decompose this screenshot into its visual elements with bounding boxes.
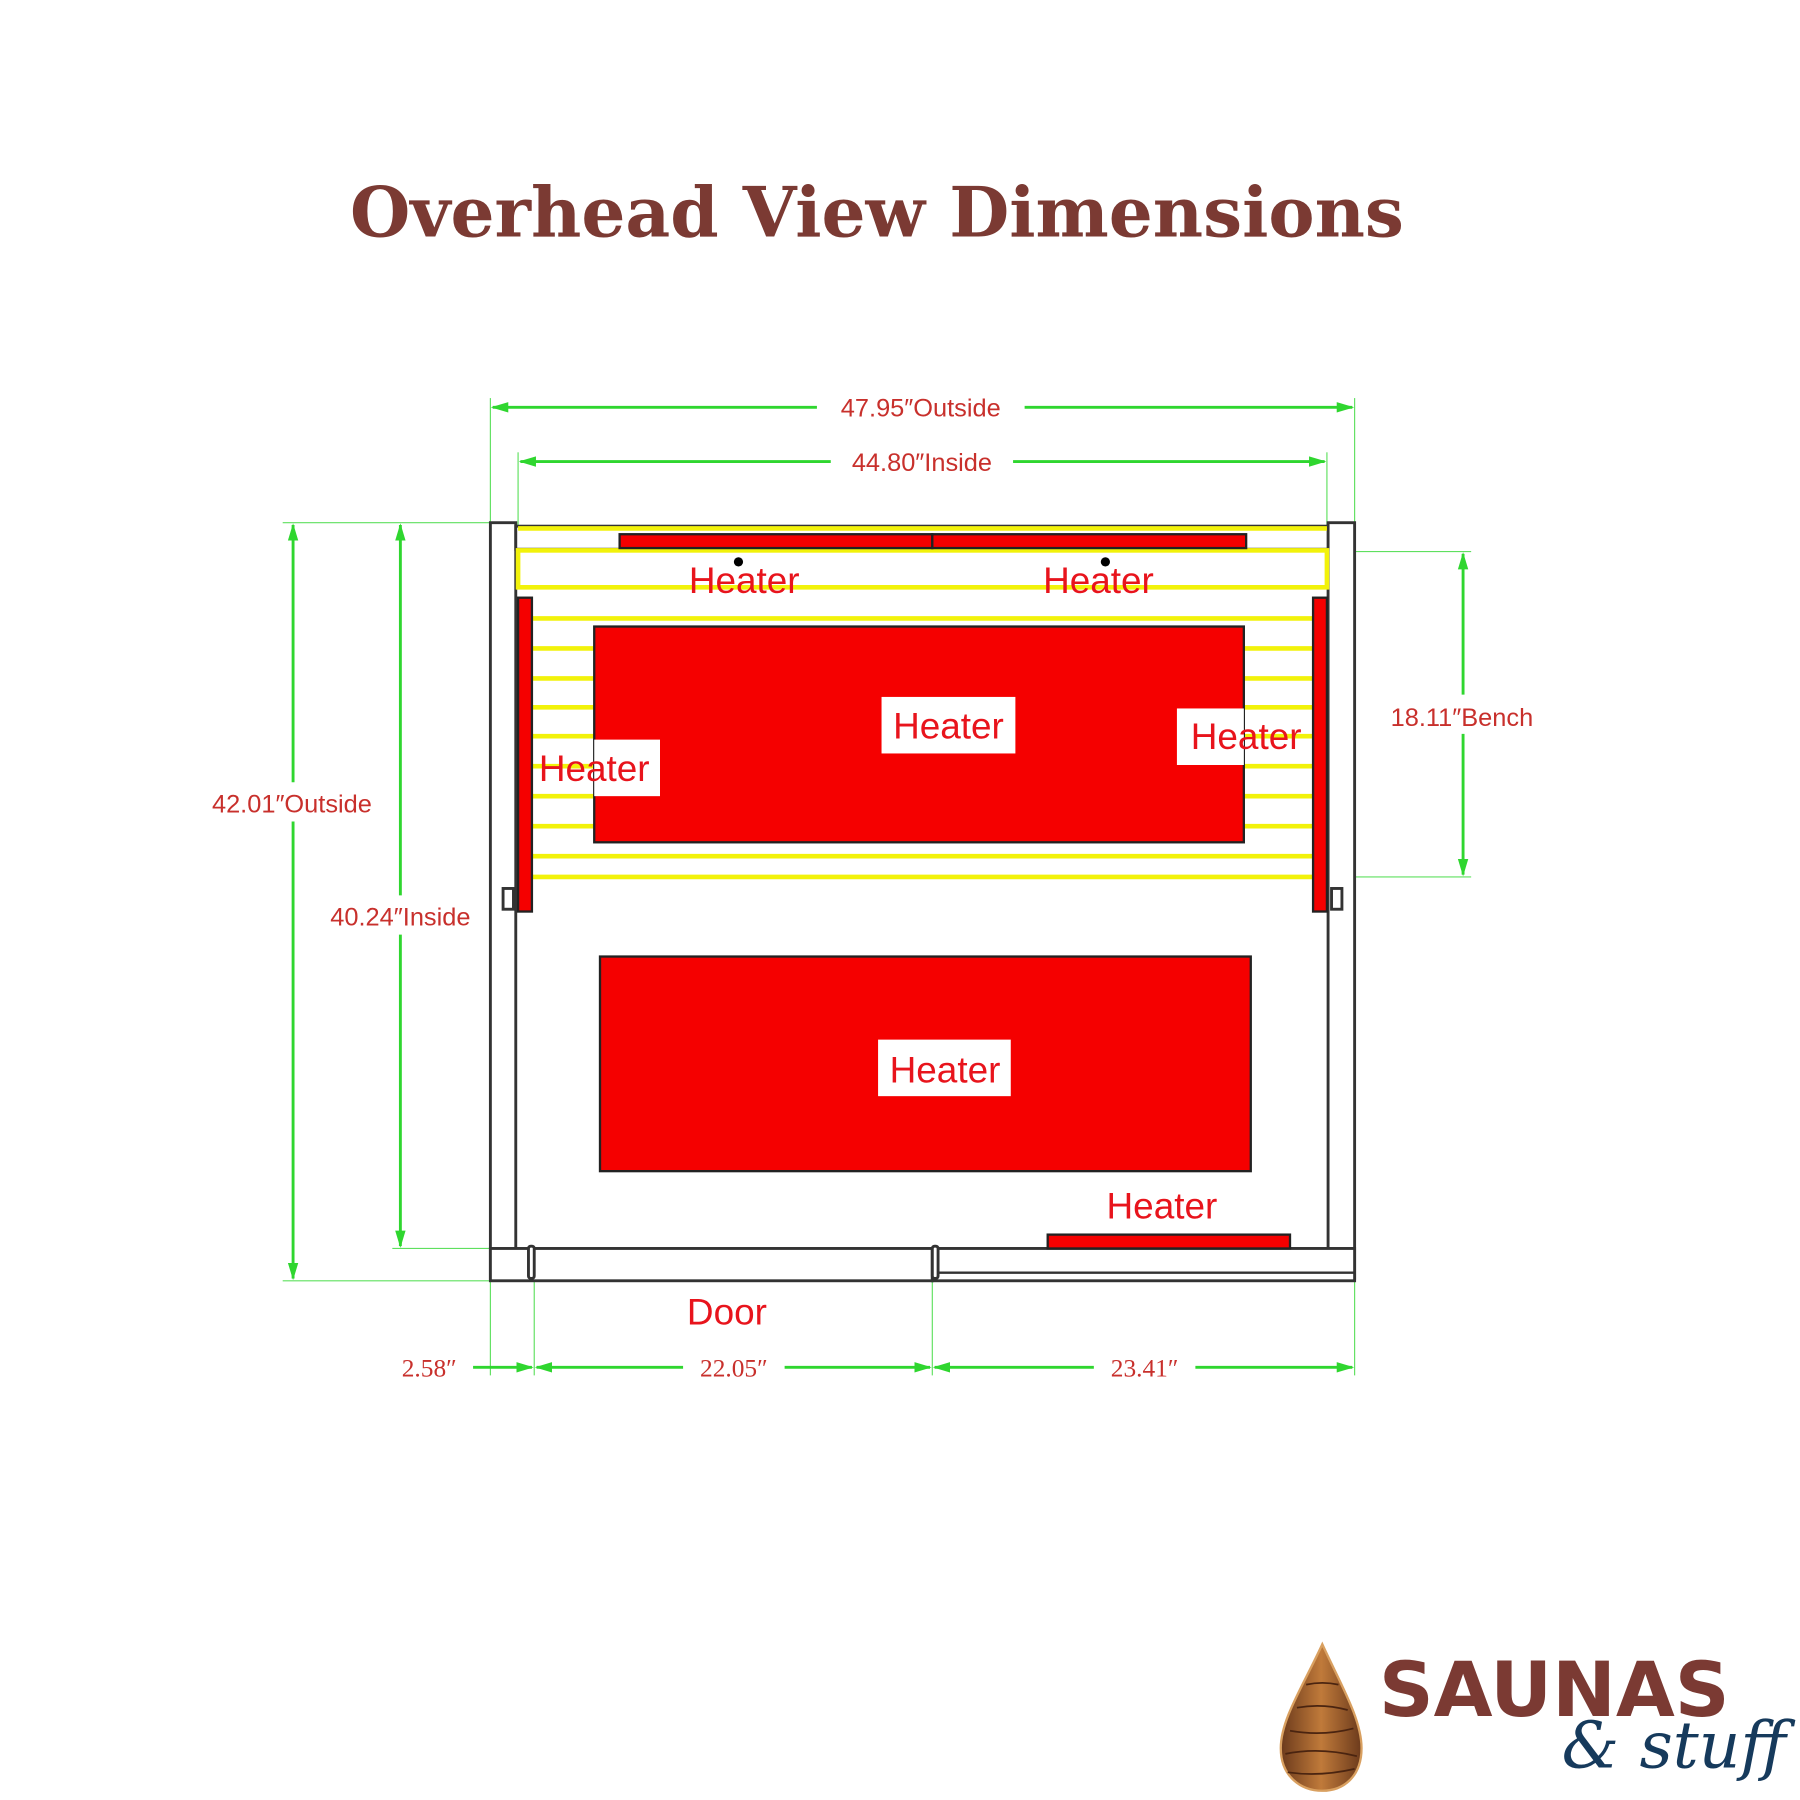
- heater-back-right: [931, 533, 1248, 550]
- dim-bottom: 2.58″ 22.05″ 23.41″: [402, 1355, 1355, 1383]
- heater-label: Heater: [539, 748, 650, 789]
- heater-label: Heater: [689, 560, 800, 601]
- heater-side-left: [516, 596, 534, 913]
- outside-width-label: 47.95″Outside: [841, 395, 1001, 423]
- heater-label: Heater: [893, 705, 1004, 746]
- wall-offset-label: 2.58″: [402, 1355, 457, 1383]
- dim-outside-depth: 42.01″Outside: [212, 523, 372, 1281]
- heater-front: [1046, 1233, 1292, 1250]
- bench-label: 18.11″Bench: [1391, 704, 1534, 732]
- inside-depth-label: 40.24″Inside: [330, 903, 470, 931]
- logo-sub: & stuff: [1562, 1709, 1796, 1784]
- outside-depth-label: 42.01″Outside: [212, 790, 372, 818]
- heater-label: Heater: [1191, 716, 1302, 757]
- side-width-label: 23.41″: [1111, 1355, 1179, 1383]
- heater-side-right: [1311, 596, 1329, 913]
- wood-drop-icon: [1279, 1641, 1363, 1792]
- saunas-and-stuff-logo: SAUNAS & stuff: [1279, 1641, 1796, 1792]
- dim-bench: 18.11″Bench: [1391, 552, 1534, 877]
- heater-back-left: [618, 533, 934, 550]
- door-width-label: 22.05″: [700, 1355, 768, 1383]
- heater-label: Heater: [1043, 560, 1154, 601]
- dim-inside-width: 44.80″Inside: [518, 449, 1327, 477]
- door-label: Door: [687, 1292, 767, 1333]
- inside-width-label: 44.80″Inside: [852, 449, 992, 477]
- dim-outside-width: 47.95″Outside: [490, 395, 1355, 423]
- extension-lines: [282, 398, 1472, 1376]
- heater-label: Heater: [1107, 1185, 1218, 1226]
- heater-label: Heater: [890, 1049, 1001, 1090]
- dim-inside-depth: 40.24″Inside: [330, 523, 470, 1248]
- page-title: Overhead View Dimensions: [350, 173, 1404, 254]
- heaters: Heater Heater Heater Heater Heater Heate…: [516, 533, 1329, 1333]
- logo-brand: SAUNAS: [1379, 1645, 1730, 1734]
